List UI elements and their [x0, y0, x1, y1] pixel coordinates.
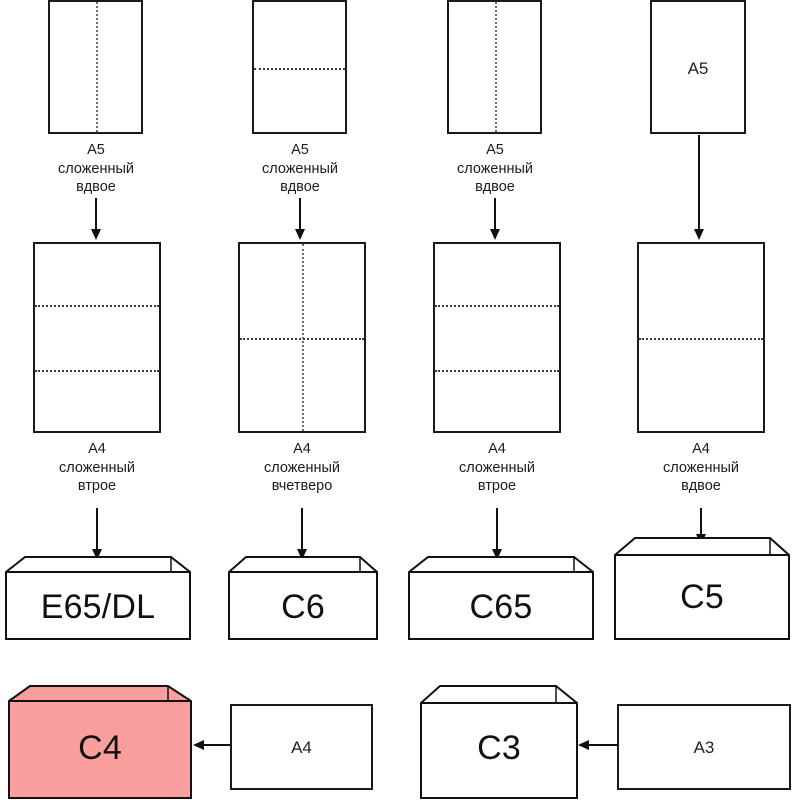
- paper-a4-col3: [433, 242, 561, 433]
- fold-line-vertical: [96, 2, 98, 132]
- fold-line-horizontal: [35, 370, 159, 372]
- envelope-e65dl[interactable]: E65/DL: [5, 555, 191, 640]
- fold-line-horizontal: [254, 68, 345, 70]
- fold-line-vertical: [495, 2, 497, 132]
- paper-a3-source: A3: [617, 704, 791, 790]
- envelope-c6-shape: [228, 556, 378, 640]
- paper-a5-col3: [447, 0, 542, 134]
- envelope-c5-label: C5: [680, 578, 724, 616]
- paper-a4-col2: [238, 242, 366, 433]
- paper-a4-source-label: A4: [291, 738, 312, 757]
- paper-a4-source: A4: [230, 704, 373, 790]
- fold-line-horizontal: [639, 338, 763, 340]
- caption-col1-top: A5 сложенный вдвое: [57, 142, 135, 195]
- fold-line-horizontal: [435, 305, 559, 307]
- envelope-e65dl-shape: [5, 556, 191, 640]
- envelope-c3-shape: [420, 685, 578, 799]
- envelope-c65-label: C65: [469, 588, 533, 626]
- caption-col3-top: A5 сложенный вдвое: [456, 142, 534, 195]
- envelope-c6[interactable]: C6: [228, 555, 378, 640]
- envelope-c65-shape: [408, 556, 594, 640]
- paper-a5-col2: [252, 0, 347, 134]
- caption-col1-mid: A4 сложенный втрое: [58, 441, 136, 494]
- envelope-c3[interactable]: C3: [420, 684, 578, 799]
- paper-a5-col4-label: A5: [687, 59, 709, 78]
- envelope-c4[interactable]: C4: [8, 684, 192, 799]
- paper-a3-source-label: A3: [693, 738, 715, 757]
- envelope-e65dl-label: E65/DL: [40, 588, 156, 626]
- fold-line-vertical: [302, 244, 304, 431]
- caption-col2-mid: A4 сложенный вчетверо: [263, 441, 341, 494]
- caption-col4-mid: A4 сложенный вдвое: [662, 441, 740, 494]
- envelope-c5-shape: [614, 537, 790, 640]
- envelope-c4-shape: [8, 685, 192, 799]
- envelope-c65[interactable]: C65: [408, 555, 594, 640]
- paper-a4-col1: [33, 242, 161, 433]
- envelope-c3-label: C3: [477, 729, 521, 767]
- envelope-c6-label: C6: [281, 588, 325, 626]
- paper-a4-col4: [637, 242, 765, 433]
- paper-a5-col1: [48, 0, 143, 134]
- paper-a5-col4: A5: [650, 0, 746, 134]
- fold-line-horizontal: [35, 305, 159, 307]
- caption-col2-top: A5 сложенный вдвое: [261, 142, 339, 195]
- envelope-c5[interactable]: C5: [614, 536, 790, 640]
- caption-col3-mid: A4 сложенный втрое: [458, 441, 536, 494]
- fold-line-horizontal: [435, 370, 559, 372]
- envelope-c4-label: C4: [78, 729, 122, 767]
